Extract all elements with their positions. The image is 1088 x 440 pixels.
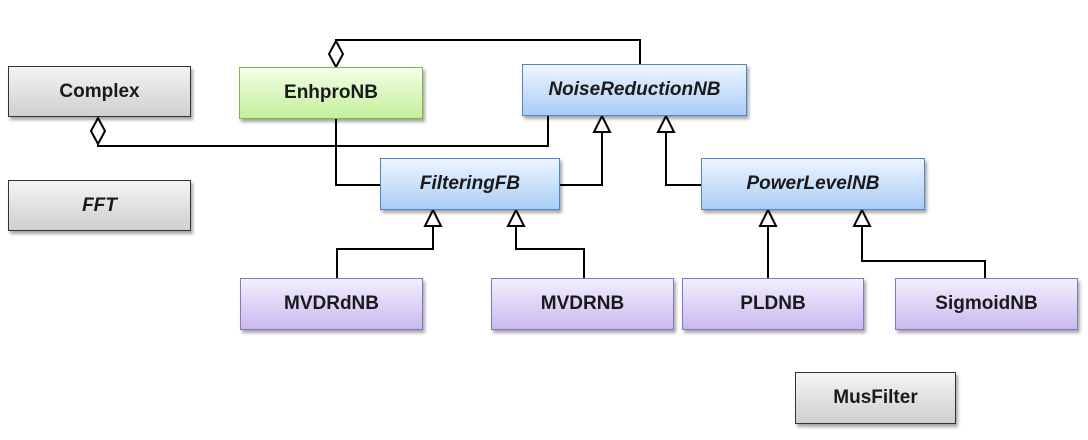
generalization-arrow-filtering-right <box>506 207 526 227</box>
aggregation-diamond-complex <box>89 115 107 147</box>
generalization-line-filtering-noise <box>560 132 603 186</box>
class-name: FilteringFB <box>419 173 521 194</box>
aggregation-line-enhpro-noise <box>335 39 641 64</box>
generalization-line-power-noise <box>665 132 701 186</box>
class-name: EnhproNB <box>284 82 378 103</box>
generalization-arrow-noise-right <box>656 113 676 133</box>
generalization-arrow-noise-left <box>592 113 612 133</box>
connector-enhpro-filtering <box>335 118 380 186</box>
class-powerlevelnb[interactable]: PowerLevelNB <box>701 158 925 210</box>
class-noisereductionnb[interactable]: NoiseReductionNB <box>522 64 747 116</box>
class-mvdrnb[interactable]: MVDRNB <box>491 278 674 330</box>
class-name: SigmoidNB <box>935 293 1038 314</box>
generalization-line-mvdrd-filtering <box>336 226 434 278</box>
aggregation-line-complex-noise <box>97 116 549 147</box>
class-name: MusFilter <box>833 387 918 408</box>
class-enhpronb[interactable]: EnhproNB <box>239 67 423 119</box>
class-mvdrdnb[interactable]: MVDRdNB <box>240 278 423 330</box>
class-pldnb[interactable]: PLDNB <box>682 278 864 330</box>
class-name: FFT <box>82 194 117 216</box>
class-name: PLDNB <box>740 293 806 314</box>
class-filteringfb[interactable]: FilteringFB <box>380 158 560 210</box>
generalization-line-mvdr-filtering <box>515 226 585 278</box>
class-musfilter[interactable]: MusFilter <box>795 372 956 424</box>
class-name: MVDRdNB <box>284 293 379 314</box>
generalization-line-sigmoid-power <box>861 226 986 278</box>
class-fft[interactable]: FFT <box>8 180 191 231</box>
aggregation-diamond-enhpro <box>327 38 345 70</box>
class-name: NoiseReductionNB <box>548 79 721 100</box>
generalization-arrow-filtering-left <box>423 207 443 227</box>
generalization-arrow-power-left <box>758 207 778 227</box>
class-name: Complex <box>59 80 140 102</box>
class-sigmoidnb[interactable]: SigmoidNB <box>895 278 1078 330</box>
class-name: MVDRNB <box>540 293 625 314</box>
class-complex[interactable]: Complex <box>8 66 191 117</box>
class-name: PowerLevelNB <box>746 173 880 194</box>
generalization-arrow-power-right <box>852 207 872 227</box>
